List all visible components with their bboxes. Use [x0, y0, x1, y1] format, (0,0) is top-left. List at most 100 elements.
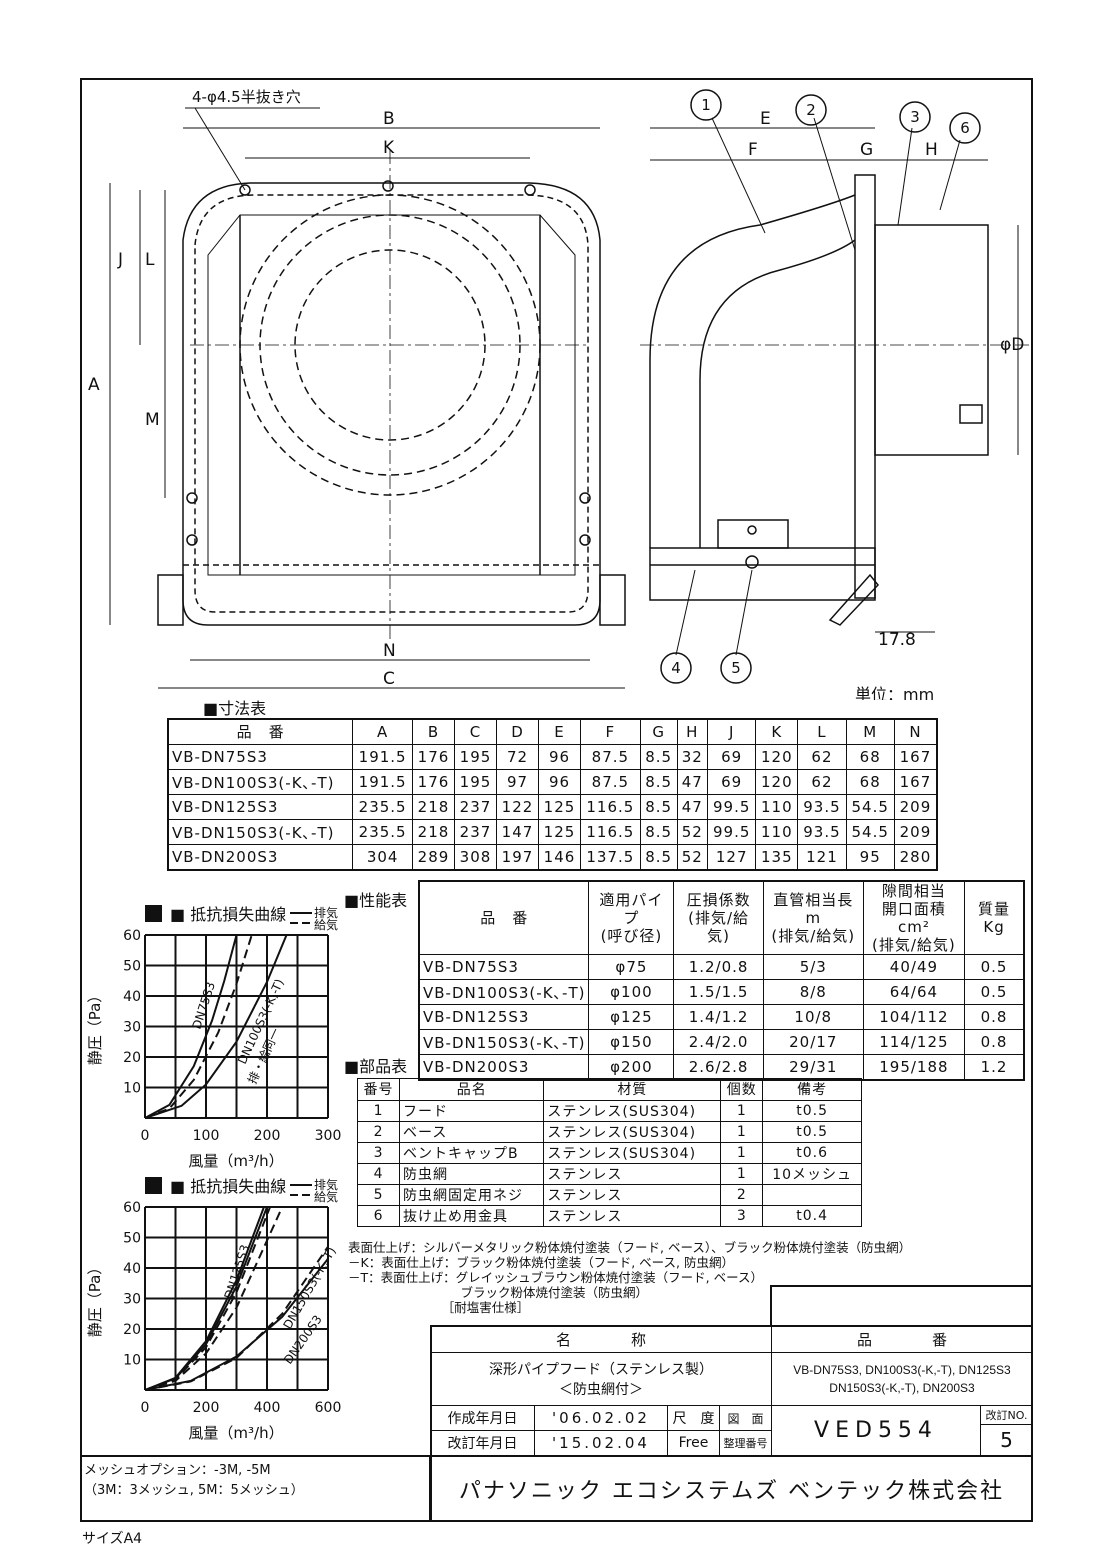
table-cell: 137.5 [580, 844, 641, 871]
curve-dn100s3- [144, 934, 288, 1119]
table-cell: VB-DN100S3(-K､-T) [167, 769, 354, 795]
table-cell: 47 [676, 769, 709, 795]
balloon-2: 2 [806, 101, 816, 119]
table-cell: 3 [356, 1142, 401, 1164]
table-cell: 237 [454, 819, 497, 845]
table-cell: 1 [356, 1100, 401, 1122]
table-cell: 195 [454, 769, 497, 795]
table-cell: 280 [893, 844, 938, 871]
table-cell: ステンレス [543, 1205, 722, 1227]
table-cell: 1 [720, 1121, 764, 1143]
parts-table-title: ■部品表 [344, 1057, 408, 1076]
performance-table: 品 番適用パイプ (呼び径)圧損係数 (排気/給気)直管相当長m (排気/給気)… [418, 880, 1025, 1081]
blank-box [770, 1285, 1033, 1327]
table-cell: 番号 [356, 1078, 401, 1101]
table-cell: 120 [755, 769, 799, 795]
table-cell: 68 [845, 744, 895, 770]
table-cell: 167 [893, 769, 938, 795]
title-square-icon [145, 1177, 162, 1194]
y-axis-label: 静圧（Pa） [86, 988, 104, 1066]
table-cell: 1.2 [964, 1054, 1025, 1081]
table-cell: 197 [496, 844, 539, 871]
table-cell: 個数 [720, 1078, 764, 1101]
table-cell: 176 [412, 744, 455, 770]
x-tick-label: 0 [141, 1400, 150, 1416]
dim-d: φD [1000, 335, 1024, 355]
table-cell: 114/125 [862, 1029, 966, 1055]
balloon-3: 3 [910, 108, 920, 126]
table-cell: F [580, 718, 641, 745]
table-cell: 68 [845, 769, 895, 795]
table-cell: 8.5 [639, 769, 678, 795]
drawing-number: VED554 [771, 1405, 981, 1456]
table-cell: 235.5 [352, 794, 413, 820]
table-cell: 308 [454, 844, 497, 871]
dim-e: E [760, 109, 771, 129]
y-tick-label: 40 [123, 989, 141, 1005]
table-cell: 69 [707, 744, 757, 770]
table-cell: 121 [797, 844, 847, 871]
model-numbers: VB-DN75S3, DN100S3(-K,-T), DN125S3 DN150… [771, 1352, 1033, 1406]
table-cell: 125 [538, 794, 581, 820]
table-cell: 218 [412, 794, 455, 820]
x-axis-label: 風量（m³/h） [188, 1424, 283, 1442]
revision-label: 改訂NO. [980, 1405, 1033, 1425]
table-cell: ベントキャップB [399, 1142, 545, 1164]
table-cell: E [538, 718, 581, 745]
models-line: VB-DN75S3, DN100S3(-K,-T), DN125S3 [793, 1363, 1011, 1377]
table-cell: 195/188 [862, 1054, 966, 1081]
y-tick-label: 30 [123, 1020, 141, 1036]
table-cell: VB-DN150S3(-K､-T) [418, 1029, 590, 1055]
product-name: 深形パイプフード（ステンレス製） ＜防虫網付＞ [430, 1352, 772, 1406]
y-tick-label: 60 [123, 1200, 141, 1216]
dim-m: M [145, 410, 160, 430]
table-cell: N [893, 718, 938, 745]
table-cell: 隙間相当 開口面積cm² (排気/給気) [862, 880, 966, 955]
table-cell: 1 [720, 1100, 764, 1122]
balloon-1: 1 [701, 96, 711, 114]
table-cell: A [352, 718, 413, 745]
table-cell: 96 [538, 744, 581, 770]
note-line: ブラック粉体焼付塗装（防虫網） [348, 1285, 649, 1300]
table-cell: 4 [356, 1163, 401, 1185]
table-cell: L [797, 718, 847, 745]
table-cell: K [755, 718, 799, 745]
mesh-option-box: メッシュオプション：-3M, -5M （3M：3メッシュ, 5M：5メッシュ） [80, 1455, 431, 1522]
table-cell: 122 [496, 794, 539, 820]
table-cell: 110 [755, 819, 799, 845]
balloon-6: 6 [960, 119, 970, 137]
table-cell: 195 [454, 744, 497, 770]
table-cell: t0.4 [762, 1205, 862, 1227]
table-cell: 品名 [399, 1078, 545, 1101]
table-cell: 104/112 [862, 1004, 966, 1030]
table-cell: 圧損係数 (排気/給気) [673, 880, 764, 955]
table-cell: 0.5 [964, 979, 1025, 1005]
drawing-label-2: 整理番号 [719, 1430, 772, 1456]
dim-a: A [88, 375, 100, 395]
legend-label: 排気 [314, 905, 338, 920]
x-tick-label: 100 [193, 1128, 220, 1144]
table-cell [762, 1184, 862, 1206]
table-cell: 1.5/1.5 [673, 979, 764, 1005]
table-cell: 防虫網固定用ネジ [399, 1184, 545, 1206]
table-cell: 116.5 [580, 819, 641, 845]
table-cell: 146 [538, 844, 581, 871]
table-cell: VB-DN125S3 [167, 794, 354, 820]
table-cell: t0.6 [762, 1142, 862, 1164]
y-axis-label: 静圧（Pa） [86, 1260, 104, 1338]
balloon-5: 5 [731, 659, 741, 677]
y-tick-label: 10 [123, 1353, 141, 1369]
revised-label: 改訂年月日 [430, 1430, 535, 1456]
table-cell: 93.5 [797, 794, 847, 820]
table-cell: G [639, 718, 678, 745]
table-cell: 52 [676, 819, 709, 845]
